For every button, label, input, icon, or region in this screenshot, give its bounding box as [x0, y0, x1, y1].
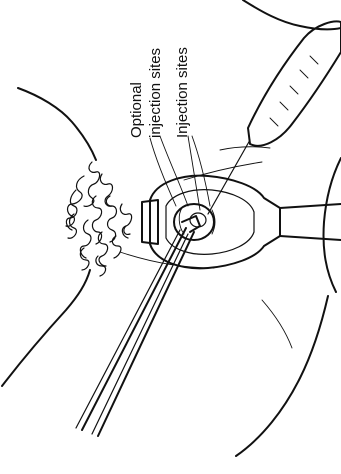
- label-group: Optional injection sites Injection sites: [128, 47, 191, 138]
- leader-line-optional-1: [150, 138, 176, 206]
- body-contour-upper-right: [243, 0, 341, 29]
- tenaculum-arm-right-inner: [92, 234, 188, 434]
- tenaculum-arm-left: [82, 228, 186, 430]
- leader-line-optional-2: [160, 136, 188, 206]
- leader-line-injection-2: [192, 136, 210, 206]
- label-optional-line1: Optional: [128, 82, 145, 138]
- leader-line-injection-1: [188, 136, 200, 210]
- speculum-handle: [280, 204, 341, 240]
- body-contour-upper-left: [18, 88, 96, 160]
- label-injection-sites: Injection sites: [174, 47, 191, 138]
- pubic-hair: [66, 162, 132, 276]
- skin-fold-line: [262, 300, 292, 348]
- body-contour-lower-right: [236, 296, 328, 456]
- label-optional-line2: injection sites: [147, 48, 164, 138]
- tenaculum: [76, 216, 200, 436]
- tenaculum-arm-left-inner: [76, 230, 180, 428]
- body-contour-lower-left: [2, 270, 90, 386]
- syringe: [208, 22, 341, 214]
- thigh-contour-right: [324, 158, 341, 292]
- tenaculum-arm-right: [98, 232, 194, 436]
- cervix-outer: [174, 204, 214, 240]
- cervix: [174, 204, 215, 240]
- syringe-barrel: [248, 22, 341, 146]
- syringe-graduation: [270, 56, 318, 126]
